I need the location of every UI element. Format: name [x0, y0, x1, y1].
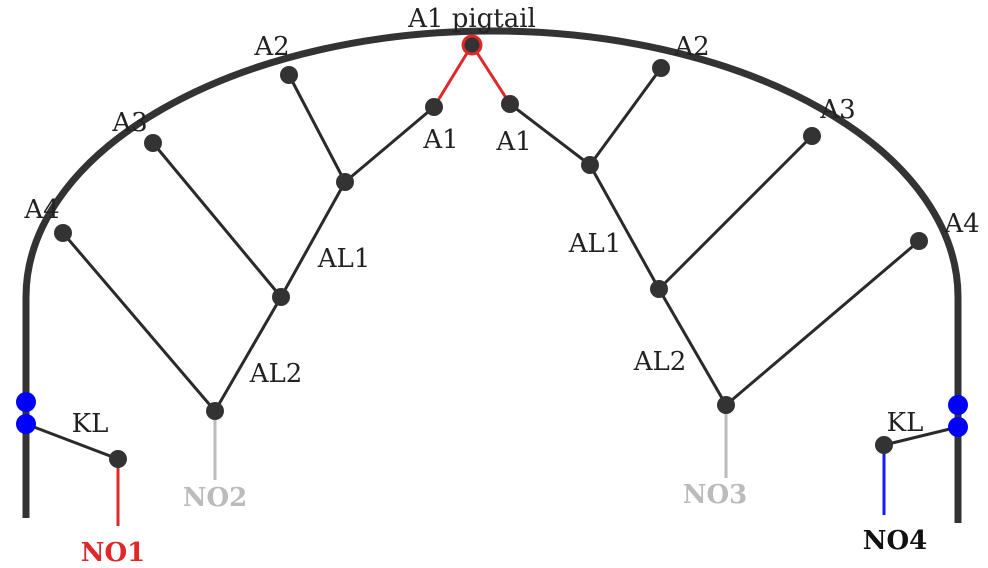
connector-left-lower — [16, 414, 36, 434]
output-no2: NO2 — [183, 483, 248, 513]
pigtail-branch-right — [470, 44, 512, 105]
node-a3-left — [144, 134, 162, 152]
node-al2-left — [206, 402, 224, 420]
left-splitter-tree — [25, 74, 435, 461]
node-kl-left — [109, 450, 127, 468]
node-a2-left — [280, 66, 298, 84]
pigtail-branch-left — [432, 44, 474, 108]
connector-right-lower — [948, 417, 968, 437]
node-al2-right — [717, 396, 735, 414]
label-a4-right: A4 — [943, 209, 979, 239]
output-no1: NO1 — [81, 538, 146, 568]
node-a1-right — [501, 95, 519, 113]
connector-right-upper — [948, 395, 968, 415]
label-a1-pigtail: A1 pigtail — [407, 4, 536, 34]
label-al2-left: AL2 — [249, 359, 303, 389]
node-a1-pigtail — [461, 34, 483, 56]
label-a4-left: A4 — [23, 195, 59, 225]
label-a3-right: A3 — [819, 95, 855, 125]
label-kl-left: KL — [72, 409, 109, 439]
node-a4-right — [910, 232, 928, 250]
node-al1-left — [272, 288, 290, 306]
arch-rail — [22, 27, 962, 523]
node-split-right-1 — [581, 156, 599, 174]
output-no3: NO3 — [683, 480, 748, 510]
connector-left-upper — [16, 392, 36, 412]
label-a2-right: A2 — [673, 32, 709, 62]
label-a1-left: A1 — [422, 125, 458, 155]
right-splitter-tree — [509, 67, 959, 447]
node-kl-right — [875, 436, 893, 454]
node-split-left-1 — [336, 173, 354, 191]
node-a4-left — [54, 224, 72, 242]
label-al1-left: AL1 — [317, 244, 371, 274]
output-no4: NO4 — [863, 526, 928, 556]
node-al1-right — [650, 280, 668, 298]
label-al2-right: AL2 — [633, 347, 687, 377]
label-a3-left: A3 — [111, 108, 147, 138]
label-a2-left: A2 — [253, 32, 289, 62]
label-a1-right: A1 — [495, 127, 531, 157]
label-kl-right: KL — [887, 408, 924, 438]
label-al1-right: AL1 — [568, 229, 622, 259]
node-a1-left — [425, 98, 443, 116]
node-a3-right — [803, 127, 821, 145]
node-a2-right — [652, 59, 670, 77]
